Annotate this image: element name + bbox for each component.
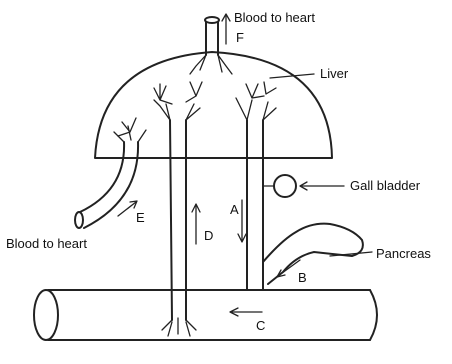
liver-dome xyxy=(95,52,332,158)
hepatic-portal-vein xyxy=(236,98,276,290)
gall-bladder-pointer xyxy=(300,182,344,190)
vessel-d xyxy=(154,100,200,336)
letter-b: B xyxy=(298,270,307,285)
arrow-b xyxy=(277,260,300,277)
arrow-a xyxy=(238,200,246,242)
arrow-e xyxy=(118,201,137,216)
letter-a: A xyxy=(230,202,239,217)
label-liver: Liver xyxy=(320,66,349,81)
gall-bladder xyxy=(263,175,296,197)
letter-d: D xyxy=(204,228,213,243)
label-pancreas: Pancreas xyxy=(376,246,431,261)
letter-f: F xyxy=(236,30,244,45)
arrow-d xyxy=(192,204,200,244)
label-blood-to-heart-left: Blood to heart xyxy=(6,236,87,251)
arrow-f xyxy=(222,14,230,44)
letter-c: C xyxy=(256,318,265,333)
arrow-c xyxy=(230,308,262,316)
liver-branches xyxy=(118,82,276,136)
letter-e: E xyxy=(136,210,145,225)
label-gall-bladder: Gall bladder xyxy=(350,178,421,193)
label-blood-to-heart-top: Blood to heart xyxy=(234,10,315,25)
intestine xyxy=(34,290,377,340)
